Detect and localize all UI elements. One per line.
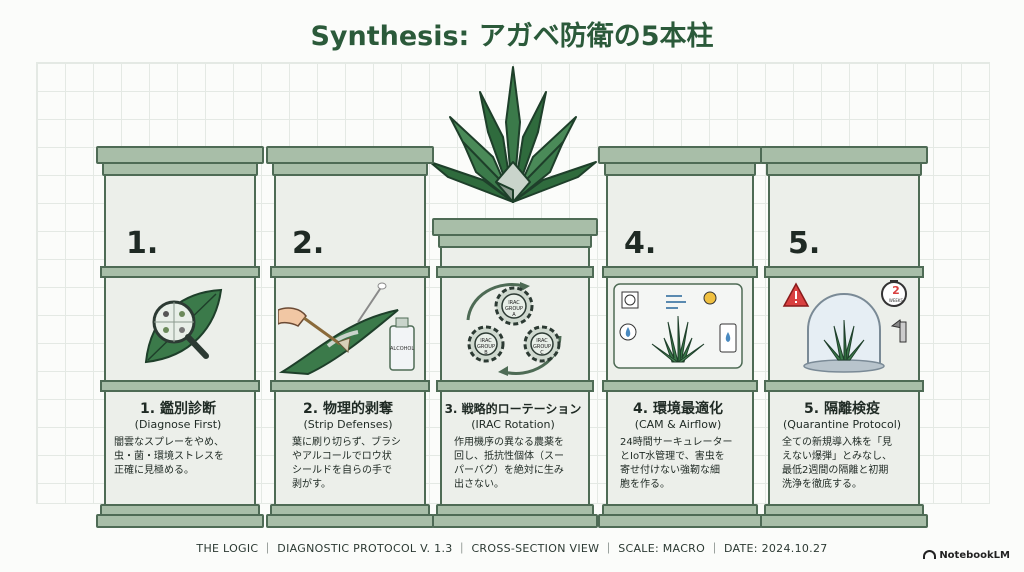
- pillar-body: 葉に刷り切らず、ブラシ やアルコールでロウ状 シールドを自らの手で 剥がす。: [292, 437, 401, 490]
- footer-caption: THE LOGIC ｜ DIAGNOSTIC PROTOCOL V. 1.3 ｜…: [196, 542, 828, 555]
- notebooklm-logo-icon: [923, 550, 937, 559]
- quarantine-dome-icon: [782, 280, 907, 373]
- pillar-title: 5. 隔離検疫: [804, 401, 880, 417]
- pillar-body: 24時間サーキュレーター とIoT水管理で、害虫を 寄せ付けない強靭な細 胞を作…: [620, 437, 733, 490]
- alcohol-bottle-label: ALCOHOL: [390, 346, 415, 352]
- pillar-block-top: [768, 174, 920, 268]
- pillar-subtitle: (CAM & Airflow): [634, 418, 722, 431]
- pillar-block-top: [440, 246, 590, 268]
- pillar-title: 4. 環境最適化: [633, 401, 723, 417]
- pillar-3: IRAC GROUP A IRAC GROUP B IRAC GROUP C 3…: [432, 218, 600, 528]
- gear-b-label: IRAC GROUP B: [477, 338, 495, 356]
- pillar-base-plinth: [598, 514, 762, 528]
- pillar-subtitle: (IRAC Rotation): [471, 418, 555, 431]
- pillar-base-plinth: [266, 514, 434, 528]
- pillar-base-plinth: [432, 514, 598, 528]
- pillar-base-plinth: [760, 514, 928, 528]
- pillar-5: 5. 2 WEEKS 5. 隔離検疫 (Quarantine Protocol)…: [760, 146, 928, 528]
- leaf-magnifier-icon: [144, 288, 223, 364]
- timer-weeks-number: 2: [892, 284, 900, 297]
- pillar-subtitle: (Quarantine Protocol): [782, 418, 902, 431]
- pillar-number: 2.: [292, 226, 325, 261]
- pillar-body: 全ての新規導入株を「見 えない爆弾」とみなし、 最低2週間の隔離と初期 洗浄を徹…: [782, 437, 892, 490]
- gear-c-label: IRAC GROUP C: [533, 338, 551, 356]
- pillar-number: 5.: [788, 226, 821, 261]
- environment-control-icon: [613, 283, 743, 369]
- pillar-2: 2. ALCOHOL 2. 物理的剥奪 (Strip Defenses) 葉に刷…: [266, 146, 434, 528]
- pillar-block-top: [606, 174, 754, 268]
- gear-rotation-icon: [466, 282, 562, 376]
- pillar-number: 1.: [126, 226, 159, 261]
- pillar-body: 闇雲なスプレーをやめ、 虫・菌・環境ストレスを 正確に見極める。: [114, 437, 224, 476]
- pillar-subtitle: (Diagnose First): [134, 418, 222, 431]
- pillar-title: 2. 物理的剥奪: [303, 401, 393, 417]
- pillar-block-bottom: [440, 390, 590, 506]
- page-title: Synthesis: アガベ防衛の5本柱: [310, 21, 714, 52]
- pillar-title: 1. 鑑別診断: [140, 401, 216, 417]
- agave-crown-icon: [429, 66, 597, 203]
- pillar-1: 1. 1. 鑑別診断 (Diagnose First) 闇雲なスプレーをやめ、 …: [96, 146, 264, 528]
- pillar-title: 3. 戦略的ローテーション: [444, 402, 582, 416]
- pillar-body: 作用機序の異なる農薬を 回し、抵抗性個体（スー パーバグ）を絶対に生み 出さない…: [454, 437, 564, 490]
- pillar-block-bottom: [606, 390, 754, 506]
- brand-label: NotebookLM: [939, 550, 1010, 561]
- pillar-block-bottom: [274, 390, 426, 506]
- brush-agave-leaf-icon: [278, 282, 415, 376]
- pillar-subtitle: (Strip Defenses): [303, 418, 393, 431]
- brand-watermark: NotebookLM: [923, 550, 1010, 561]
- pillar-block-top: [274, 174, 426, 268]
- pillar-block-top: [104, 174, 256, 268]
- timer-weeks-label: WEEKS: [888, 298, 904, 303]
- pillar-block-bottom: [768, 390, 920, 506]
- pillar-number: 4.: [624, 226, 657, 261]
- pillar-4: 4. 4. 環境最適化 (CAM & Airflow) 24時間サーキュレーター…: [598, 146, 766, 528]
- gear-a-label: IRAC GROUP A: [505, 300, 523, 318]
- pillar-base-plinth: [96, 514, 264, 528]
